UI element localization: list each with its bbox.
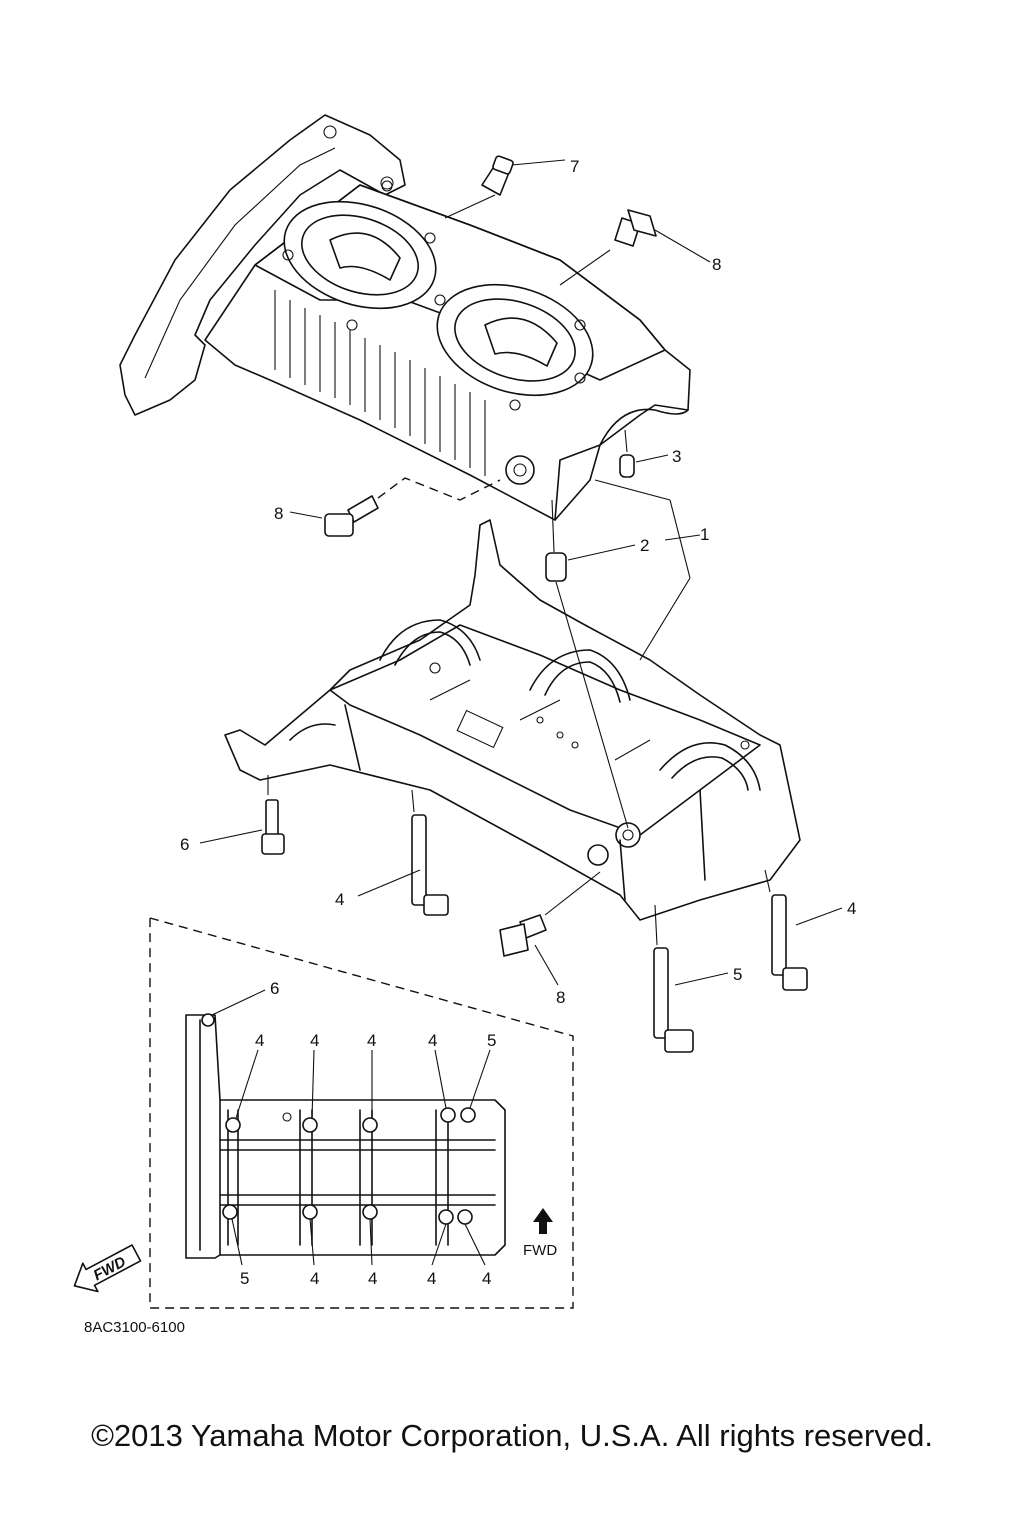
dowel-part-2	[545, 499, 636, 829]
bolt-part-5	[653, 904, 729, 1053]
bolt-part-6	[199, 775, 285, 855]
inset-label-4: 4	[427, 1269, 436, 1288]
bolt-part-4-left	[357, 789, 449, 916]
callout-5: 5	[733, 965, 742, 984]
callout-6: 6	[180, 835, 189, 854]
callout-numbers: 7 8 3 8 2 1 6 4 4 5 8	[180, 157, 856, 1007]
inset-label-4: 4	[255, 1031, 264, 1050]
lower-crankcase	[224, 519, 801, 921]
inset-label-5: 5	[487, 1031, 496, 1050]
stud-part-7	[444, 155, 566, 219]
bottom-view-inset: 6 4 4 4 4 5 5 4 4 4 4 FWD	[149, 917, 574, 1309]
callout-8-lower: 8	[556, 988, 565, 1007]
callout-4-right: 4	[847, 899, 856, 918]
forward-up-arrow-icon	[533, 1208, 553, 1234]
inset-label-4: 4	[310, 1269, 319, 1288]
callout-8-top: 8	[712, 255, 721, 274]
inset-label-5: 5	[240, 1269, 249, 1288]
inset-label-4: 4	[310, 1031, 319, 1050]
inset-label-4: 4	[482, 1269, 491, 1288]
fwd-direction-arrow-icon: FWD	[73, 1244, 142, 1293]
inset-label-4: 4	[368, 1269, 377, 1288]
fasteners	[199, 155, 843, 1053]
bolt-part-4-right	[764, 869, 843, 991]
bolt-part-8-lower	[499, 871, 601, 986]
bolt-part-8-left	[289, 477, 501, 537]
copyright-notice: ©2013 Yamaha Motor Corporation, U.S.A. A…	[91, 1418, 933, 1453]
drawing-code: 8AC3100-6100	[84, 1319, 185, 1336]
inset-label-4: 4	[367, 1031, 376, 1050]
callout-3: 3	[672, 447, 681, 466]
dowel-part-3	[619, 429, 669, 478]
bolt-part-8-top	[559, 209, 711, 286]
upper-crankcase	[119, 114, 691, 521]
inset-label-6: 6	[270, 979, 279, 998]
inset-fwd-label: FWD	[523, 1242, 557, 1259]
callout-1: 1	[700, 525, 709, 544]
callout-4-left: 4	[335, 890, 344, 909]
callout-8-left: 8	[274, 504, 283, 523]
callout-7: 7	[570, 157, 579, 176]
inset-label-4: 4	[428, 1031, 437, 1050]
callout-2: 2	[640, 536, 649, 555]
